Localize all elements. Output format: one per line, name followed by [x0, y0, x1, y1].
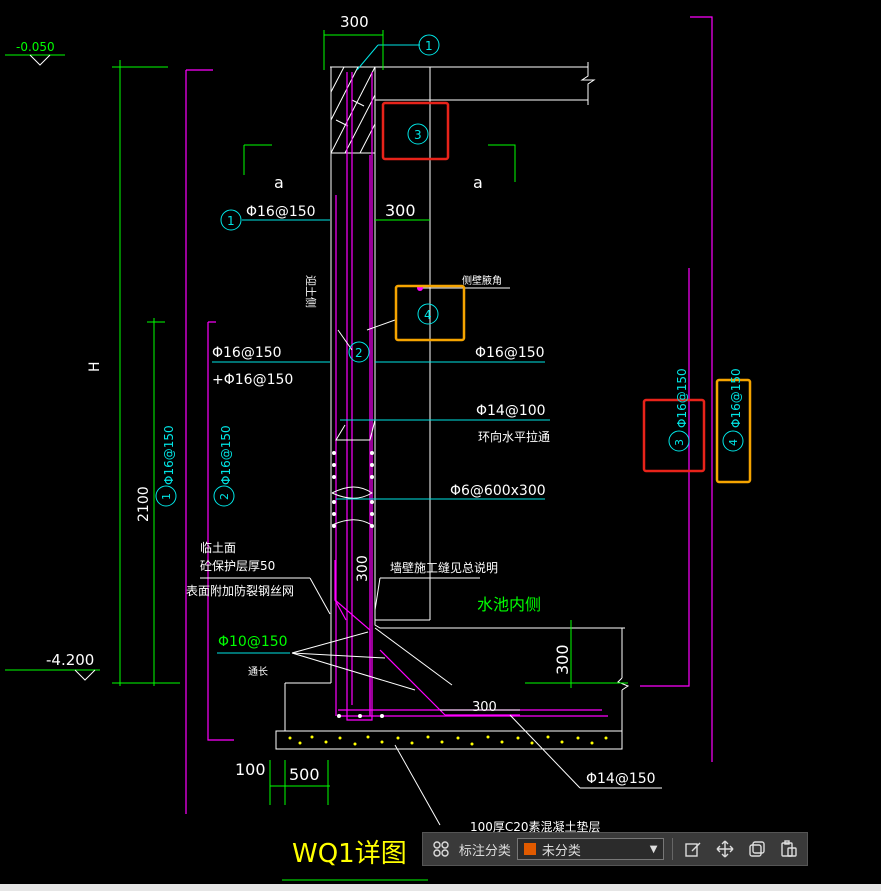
top-hatch: [330, 66, 376, 154]
label-pool-inside: 水池内侧: [477, 595, 541, 614]
leader-lines: [212, 44, 550, 654]
rebar-1: Φ16@150: [246, 204, 316, 220]
note-cushion: 100厚C20素混凝土垫层: [470, 819, 601, 834]
move-icon[interactable]: [713, 837, 737, 861]
section-mark-left: a: [274, 173, 284, 192]
highlight-box-orange-v4[interactable]: [715, 378, 752, 484]
vert-circle-1: 1: [160, 493, 173, 500]
elevation-bottom: -4.200: [46, 651, 94, 669]
toolbar-divider: [672, 838, 674, 860]
vert-circle-4: 4: [727, 439, 740, 446]
tie-bars: [331, 419, 384, 718]
note-construction: 墙壁施工缝见总说明: [390, 560, 498, 575]
category-color-swatch: [523, 843, 536, 855]
rebar-bottom: Φ14@150: [586, 771, 656, 787]
elevation-top: -0.050: [16, 40, 55, 54]
rebar-haunch-note: 通长: [248, 666, 268, 678]
cushion-layer: [275, 730, 623, 750]
grid-icon[interactable]: [429, 837, 453, 861]
annotation-toolbar: 标注分类 未分类 ▼: [422, 832, 808, 866]
section-mark-right: a: [473, 173, 483, 192]
vert-circle-2: 2: [218, 493, 231, 500]
rebar-horizontal-note: 环向水平拉通: [478, 429, 550, 444]
category-dropdown[interactable]: 未分类 ▼: [516, 838, 665, 860]
label-side-corner: 侧壁腋角: [462, 274, 502, 287]
dimensions: [5, 30, 628, 881]
vert-rebar-4: Φ16@150: [729, 368, 743, 428]
label-soil-side: 迎土侧: [304, 275, 317, 308]
dim-300-mid: 300: [385, 201, 416, 220]
circle-1-top: 1: [425, 39, 433, 53]
top-slab: [330, 62, 596, 105]
rebar-2b: +Φ16@150: [212, 372, 293, 388]
dim-300-right: 300: [553, 644, 572, 675]
rebar-tie: Φ6@600x300: [450, 483, 546, 499]
rebar-horizontal: Φ14@100: [476, 403, 546, 419]
vert-rebar-2: Φ16@150: [219, 425, 233, 485]
dim-300-haunch: 300: [472, 700, 497, 715]
copy-icon[interactable]: [745, 837, 769, 861]
circle-2: 2: [355, 346, 363, 360]
dim-100: 100: [235, 760, 266, 779]
highlight-box-red-3[interactable]: [381, 101, 450, 161]
note-soil-face-2: 砼保护层厚50: [200, 559, 275, 573]
note-soil-face-1: 临土面: [200, 541, 236, 555]
rebar-2a: Φ16@150: [212, 345, 282, 361]
rebar-right-2: Φ16@150: [475, 345, 545, 361]
circle-1: 1: [227, 214, 235, 228]
vert-circle-3: 3: [673, 439, 686, 446]
dim-wall-thickness-top: 300: [340, 13, 369, 31]
vert-rebar-3: Φ16@150: [675, 368, 689, 428]
circle-3-top: 3: [414, 128, 422, 142]
highlight-box-red-v3[interactable]: [642, 398, 706, 473]
leader-lines-white: [200, 287, 662, 826]
note-soil-face-3: 表面附加防裂钢丝网: [186, 583, 294, 598]
rebar-haunch: Φ10@150: [218, 634, 288, 650]
bottom-bar: [0, 884, 881, 891]
edit-icon[interactable]: [681, 837, 705, 861]
dim-2100: 2100: [136, 486, 152, 522]
circle-markers: [155, 34, 744, 507]
circle-4: 4: [424, 308, 432, 322]
category-value: 未分类: [541, 843, 581, 859]
dim-300-vertical: 300: [355, 555, 371, 582]
highlight-box-orange-4[interactable]: [394, 284, 466, 342]
vert-rebar-1: Φ16@150: [162, 425, 176, 485]
dim-500: 500: [289, 765, 320, 784]
paste-icon[interactable]: [777, 837, 801, 861]
category-label: 标注分类: [458, 843, 511, 859]
elevation-markers: [29, 54, 96, 681]
drawing-title: WQ1详图: [292, 839, 407, 869]
dim-H: H: [87, 361, 103, 372]
chevron-down-icon: ▼: [649, 843, 658, 855]
